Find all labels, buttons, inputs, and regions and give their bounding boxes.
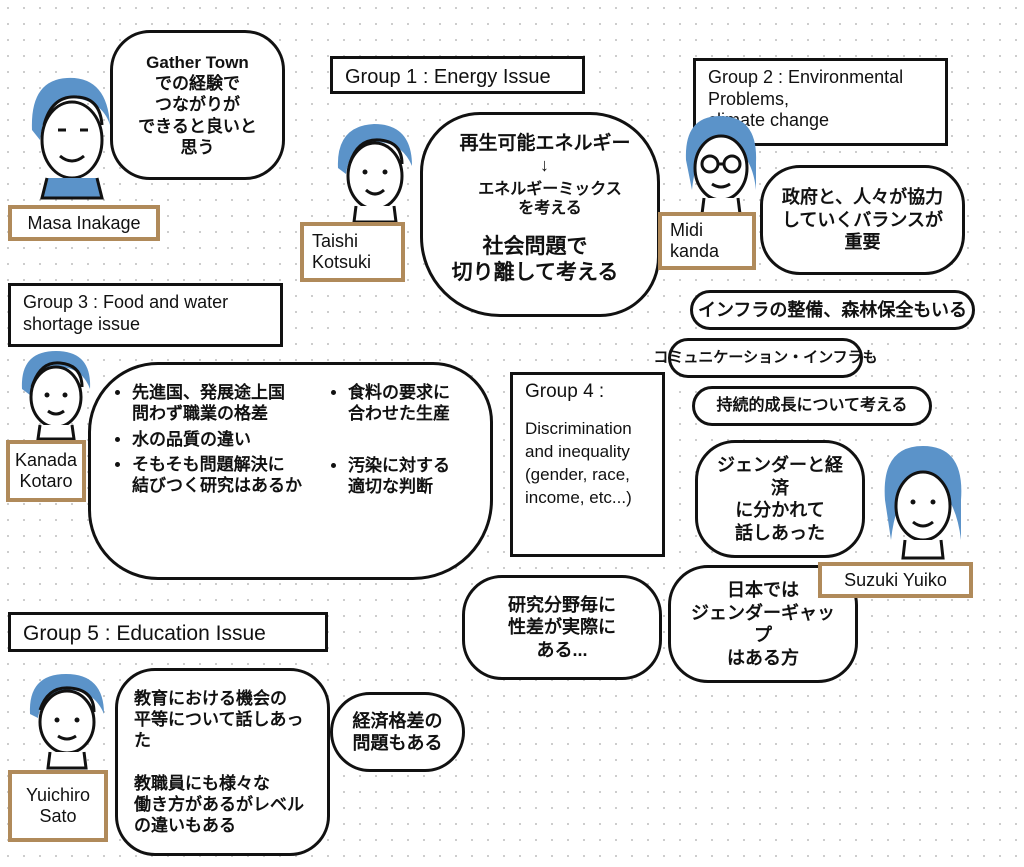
group3-title: Group 3 : Food and water shortage issue — [8, 283, 283, 347]
group5-title: Group 5 : Education Issue — [8, 612, 328, 652]
masa-speech-bubble: Gather Town での経験で つながりが できると良いと 思う — [110, 30, 285, 180]
group5-speech-bubble: 教育における機会の 平等について話しあった 教職員にも様々な 働き方があるがレベ… — [115, 668, 330, 856]
group2-note-3: 持続的成長について考える — [692, 386, 932, 426]
group3-notes-cloud — [88, 362, 493, 580]
group3-bullet: 汚染に対する 適切な判断 — [348, 455, 483, 498]
person-avatar-icon — [337, 124, 412, 224]
group4-note-1: 研究分野毎に 性差が実際に ある... — [462, 575, 662, 680]
group1-note-3: 社会問題で 切り離して考える — [451, 235, 619, 285]
group5-person-tag: Yuichiro Sato — [8, 770, 108, 842]
masa-name-tag: Masa Inakage — [8, 205, 160, 241]
group3-bullet: 先進国、発展途上国 問わず職業の格差 — [132, 382, 327, 425]
group3-bullet: 食料の要求に 合わせた生産 — [348, 382, 483, 425]
group3-bullet: 水の品質の違い — [132, 429, 327, 450]
group1-note-1: 再生可能エネルギー — [459, 133, 631, 154]
group2-person-tag: Midi kanda — [658, 212, 756, 270]
group3-left-bullets: 先進国、発展途上国 問わず職業の格差 水の品質の違い そもそも問題解決に 結びつ… — [112, 378, 327, 500]
person-avatar-icon — [21, 351, 91, 441]
person-avatar-icon — [31, 77, 110, 200]
group1-title: Group 1 : Energy Issue — [330, 56, 585, 94]
group2-note-1: インフラの整備、森林保全もいる — [690, 290, 975, 330]
group4-body: Discrimination and inequality (gender, r… — [525, 418, 632, 507]
group3-bullet: そもそも問題解決に 結びつく研究はあるか — [132, 454, 327, 497]
person-avatar-icon — [685, 116, 757, 216]
suzuki-speech-bubble: ジェンダーと経済 に分かれて 話しあった — [695, 440, 865, 558]
arrow-down-icon: ↓ — [540, 155, 549, 175]
person-avatar-icon — [884, 446, 962, 560]
group2-note-2: コミュニケーション・インフラも — [653, 338, 878, 378]
group4-box: Group 4 : Discrimination and inequality … — [510, 372, 665, 557]
group3-person-tag: Kanada Kotaro — [6, 440, 86, 502]
group1-notes-cloud — [420, 112, 660, 317]
group3-right-bullets: 食料の要求に 合わせた生産 汚染に対する 適切な判断 — [328, 378, 483, 501]
group1-person-tag: Taishi Kotsuki — [300, 222, 405, 282]
group5-side-note: 経済格差の 問題もある — [330, 692, 465, 772]
group4-note-2: 日本では ジェンダーギャップ はある方 — [668, 565, 858, 683]
suzuki-name-tag: Suzuki Yuiko — [818, 562, 973, 598]
group4-title: Group 4 : — [525, 381, 605, 402]
group2-speech-bubble: 政府と、人々が協力 していくバランスが 重要 — [760, 165, 965, 275]
group1-note-2: エネルギーミックス を考える — [478, 181, 622, 218]
person-avatar-icon — [29, 674, 104, 770]
